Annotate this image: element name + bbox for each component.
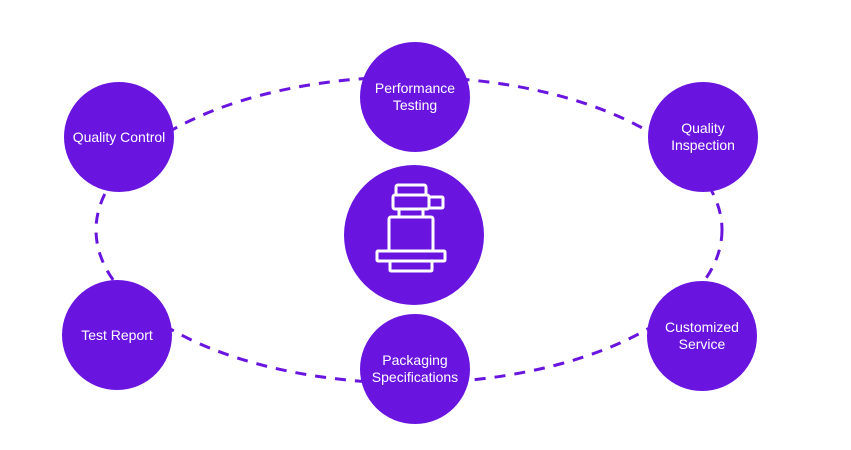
node-quality-control: Quality Control	[64, 82, 174, 192]
node-label: Quality Control	[72, 128, 166, 145]
node-quality-inspection: Quality Inspection	[648, 82, 758, 192]
node-label: Test Report	[81, 326, 153, 343]
node-customized-service: Customized Service	[647, 281, 757, 391]
node-label: Packaging Specifications	[371, 352, 459, 385]
valve-icon	[375, 183, 447, 273]
node-packaging-specifications: Packaging Specifications	[360, 314, 470, 424]
node-performance-testing: Performance Testing	[360, 42, 470, 152]
node-test-report: Test Report	[62, 280, 172, 390]
node-label: Quality Inspection	[671, 120, 735, 153]
node-label: Customized Service	[665, 319, 739, 352]
node-label: Performance Testing	[374, 80, 456, 113]
center-hub	[344, 165, 484, 305]
